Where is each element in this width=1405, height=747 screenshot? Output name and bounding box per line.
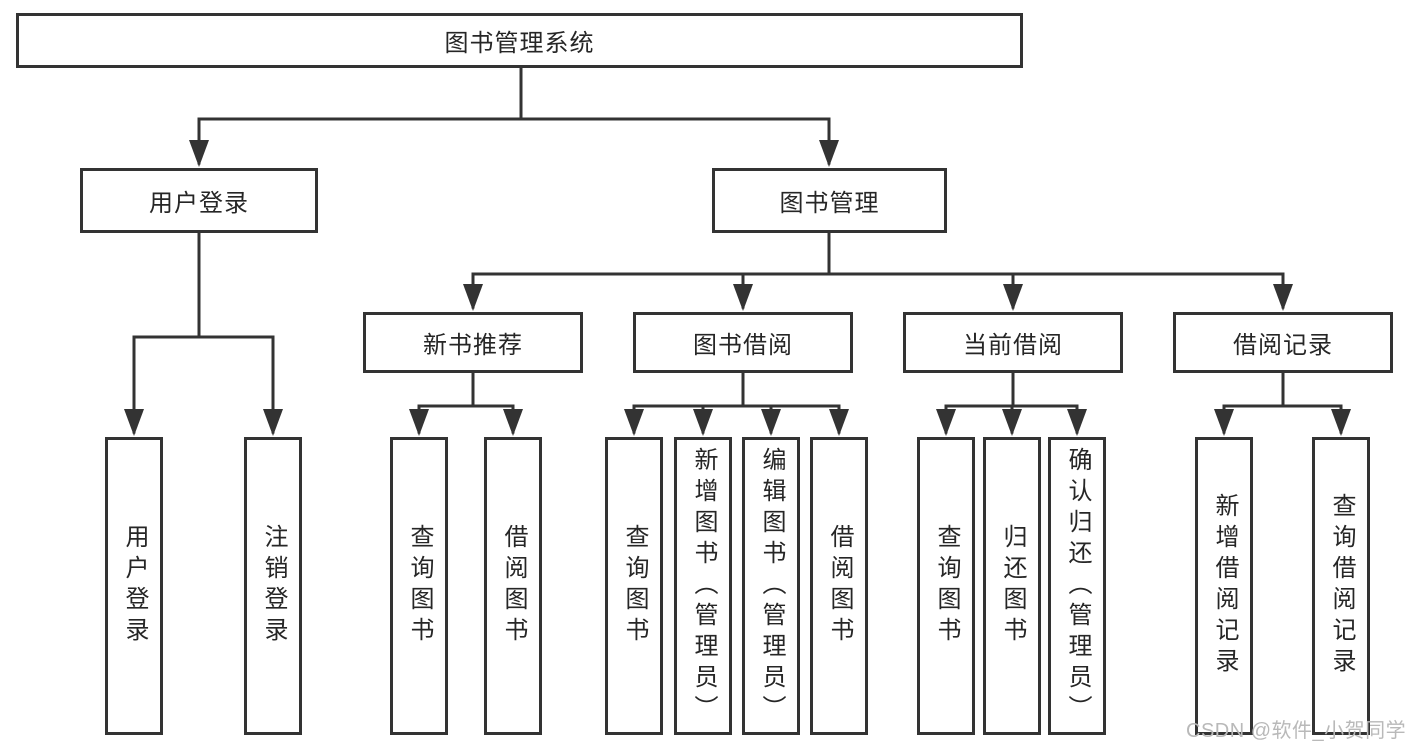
leaf-current-return-books: 归还图书 xyxy=(983,437,1041,735)
leaf-borrow-borrow-books: 借阅图书 xyxy=(810,437,868,735)
csdn-watermark: CSDN @软件_小贺同学 xyxy=(1186,720,1405,742)
leaf-user-login: 用户登录 xyxy=(105,437,163,735)
node-current-borrow: 当前借阅 xyxy=(903,312,1123,373)
new-book-recommend-branch-connector xyxy=(409,369,523,436)
current-borrow-branch-connector xyxy=(936,369,1087,436)
leaf-logout: 注销登录 xyxy=(244,437,302,735)
leaf-borrow-query-books: 查询图书 xyxy=(605,437,663,735)
leaf-current-confirm-return-admin: 确认归还（管理员） xyxy=(1048,437,1106,735)
leaf-records-query-record: 查询借阅记录 xyxy=(1312,437,1370,735)
node-book-management: 图书管理 xyxy=(712,168,947,233)
root-connector xyxy=(189,64,839,167)
node-book-borrow: 图书借阅 xyxy=(633,312,853,373)
node-new-book-recommend: 新书推荐 xyxy=(363,312,583,373)
node-borrow-records: 借阅记录 xyxy=(1173,312,1393,373)
book-management-branch-connector xyxy=(463,230,1293,311)
leaf-records-add-record: 新增借阅记录 xyxy=(1195,437,1253,735)
borrow-records-branch-connector xyxy=(1214,369,1351,436)
leaf-current-query-books: 查询图书 xyxy=(917,437,975,735)
leaf-borrow-edit-books-admin: 编辑图书（管理员） xyxy=(742,437,800,735)
leaf-recommend-borrow-books: 借阅图书 xyxy=(484,437,542,735)
book-borrow-branch-connector xyxy=(624,369,849,436)
leaf-borrow-add-books-admin: 新增图书（管理员） xyxy=(674,437,732,735)
node-library-system: 图书管理系统 xyxy=(16,13,1023,68)
node-user-login: 用户登录 xyxy=(80,168,318,233)
leaf-recommend-query-books: 查询图书 xyxy=(390,437,448,735)
user-login-branch-connector xyxy=(124,230,283,436)
